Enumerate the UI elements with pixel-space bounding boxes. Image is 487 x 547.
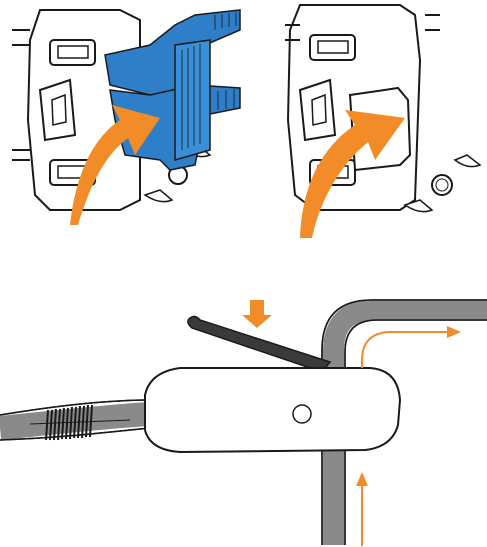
cable	[0, 399, 151, 441]
path-arrow-icon	[356, 326, 461, 546]
down-arrow-icon	[242, 300, 272, 328]
camera-rotation-icon	[300, 110, 405, 238]
curved-arrow-icon	[70, 105, 160, 225]
blue-bracket	[104, 9, 241, 171]
lock-body	[144, 367, 402, 454]
frame-rail	[321, 299, 487, 545]
